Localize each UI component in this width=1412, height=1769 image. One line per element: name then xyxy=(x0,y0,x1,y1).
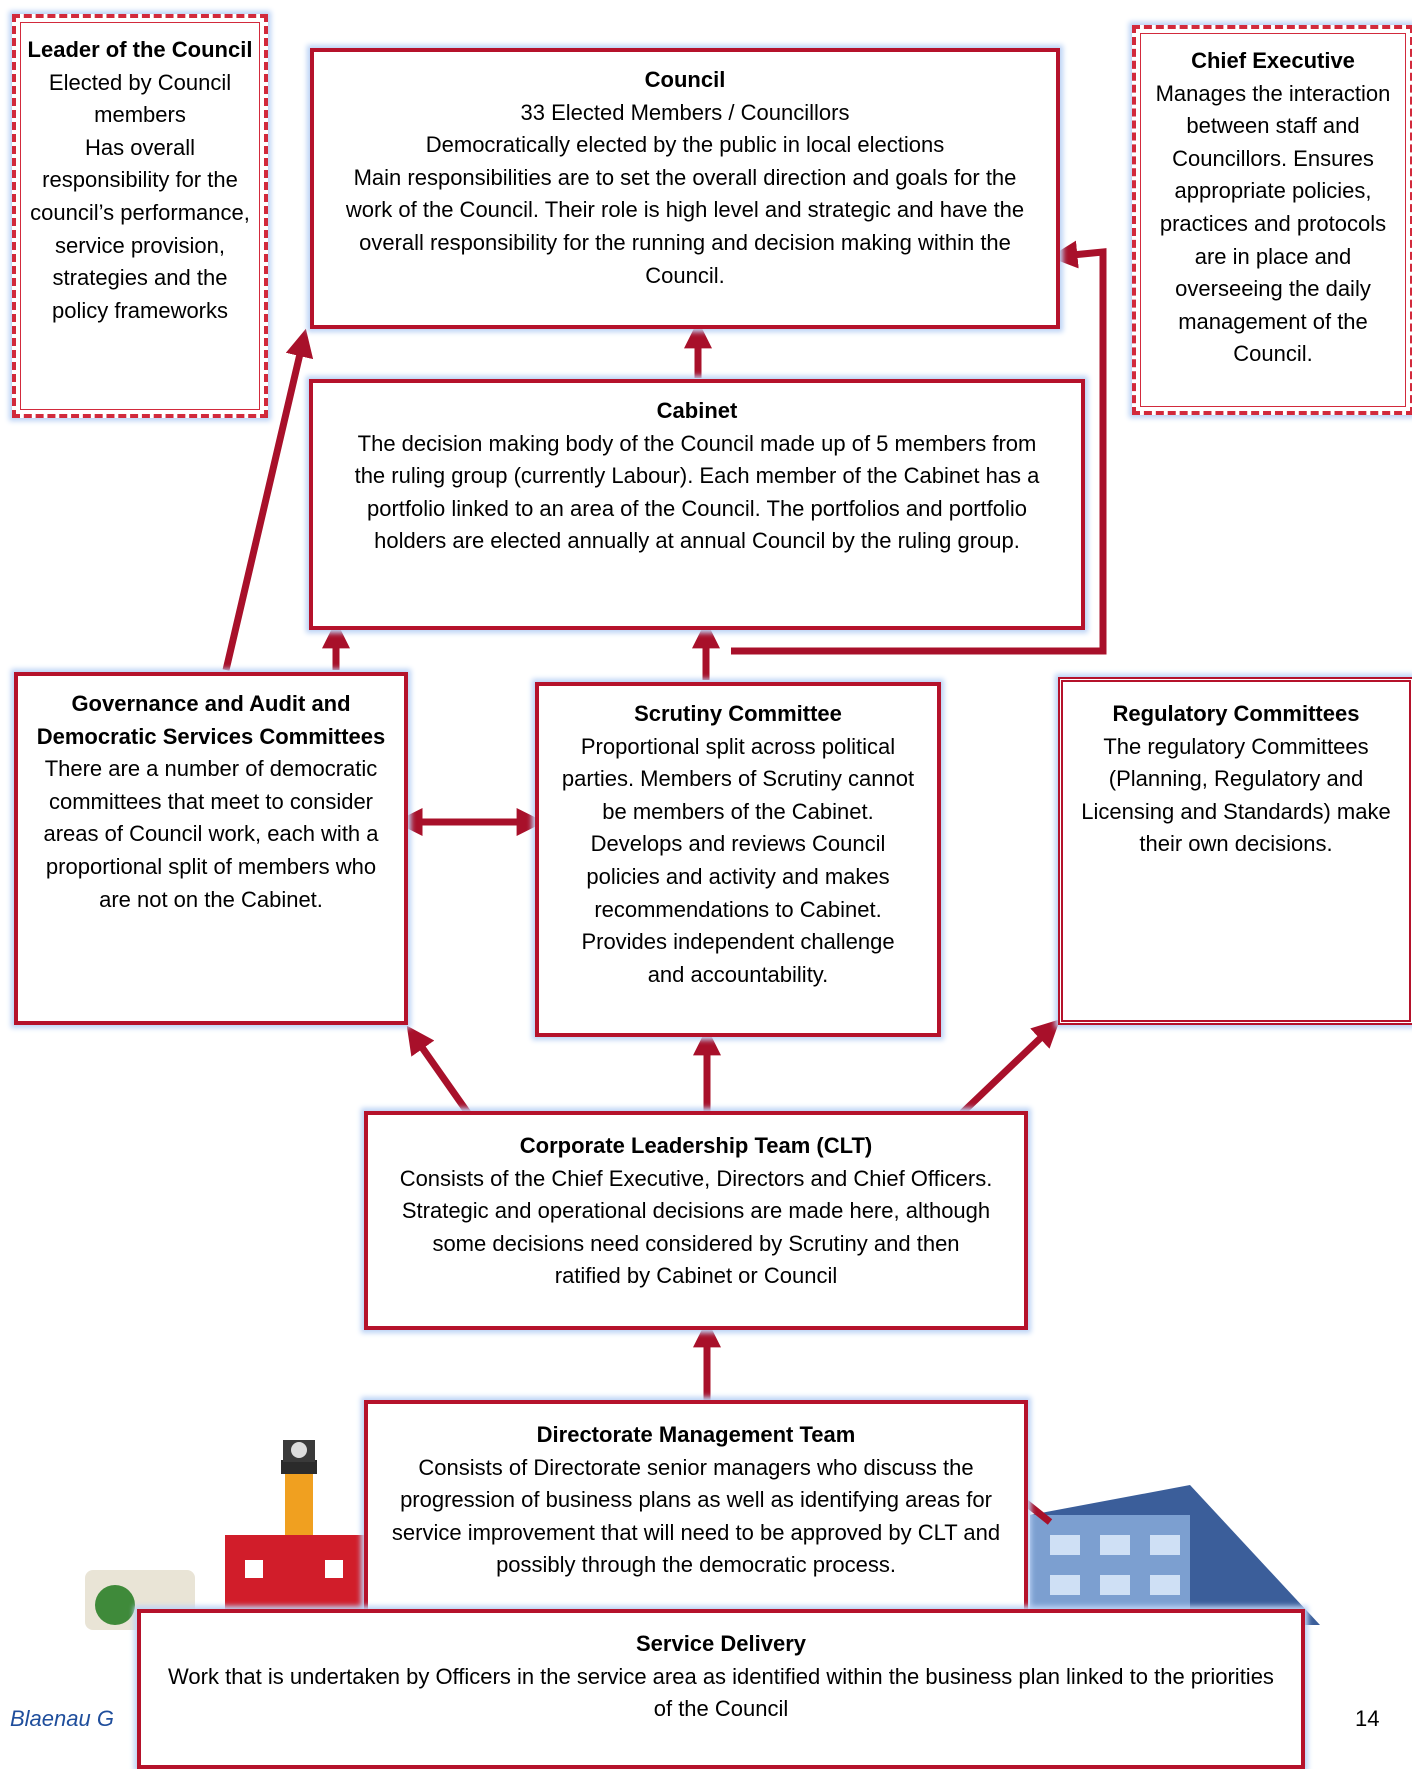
chief-line-1: Manages the interaction between staff an… xyxy=(1155,80,1391,367)
service-line-1: Work that is undertaken by Officers in t… xyxy=(168,1663,1274,1722)
governance-line-1: There are a number of democratic committ… xyxy=(43,756,379,912)
regulatory-title: Regulatory Committees xyxy=(1112,701,1360,726)
governance-box: Governance and Audit and Democratic Serv… xyxy=(14,672,408,1025)
cabinet-line-1: The decision making body of the Council … xyxy=(354,430,1040,554)
council-line-1: 33 Elected Members / Councillors xyxy=(520,99,850,125)
chief-title: Chief Executive xyxy=(1191,48,1355,73)
service-title: Service Delivery xyxy=(635,1631,807,1656)
town-hall-illustration xyxy=(85,1440,365,1630)
dmt-title: Directorate Management Team xyxy=(536,1422,856,1447)
page-number: 14 xyxy=(1355,1706,1380,1731)
governance-title: Governance and Audit and Democratic Serv… xyxy=(36,691,386,749)
scrutiny-box: Scrutiny Committee Proportional split ac… xyxy=(535,682,941,1037)
leader-line-1: Elected by Council members xyxy=(48,69,232,128)
scrutiny-title: Scrutiny Committee xyxy=(634,701,842,726)
civic-centre-illustration xyxy=(1030,1485,1320,1625)
cabinet-title: Cabinet xyxy=(656,398,738,423)
cabinet-box: Cabinet The decision making body of the … xyxy=(309,379,1085,630)
scrutiny-line-1: Proportional split across political part… xyxy=(561,733,915,824)
regulatory-committees-box: Regulatory Committees The regulatory Com… xyxy=(1058,677,1412,1025)
dmt-line-1: Consists of Directorate senior managers … xyxy=(391,1454,1001,1578)
council-line-2: Democratically elected by the public in … xyxy=(425,132,945,158)
dmt-box: Directorate Management Team Consists of … xyxy=(364,1400,1028,1630)
leader-of-council-box: Leader of the Council Elected by Council… xyxy=(12,14,268,418)
council-title: Council xyxy=(644,67,726,92)
council-line-3: Main responsibilities are to set the ove… xyxy=(345,164,1025,288)
arrow-scrutiny-to-council xyxy=(731,240,1107,655)
regulatory-line-1: The regulatory Committees (Planning, Reg… xyxy=(1081,733,1391,857)
council-box: Council 33 Elected Members / Councillors… xyxy=(310,48,1060,329)
leader-title: Leader of the Council xyxy=(27,37,253,62)
arrow-clt-to-governance xyxy=(406,1025,471,1116)
scrutiny-line-2: Develops and reviews Council policies an… xyxy=(586,831,890,922)
arrow-dmt-to-building xyxy=(1022,1499,1053,1525)
service-delivery-box: Service Delivery Work that is undertaken… xyxy=(137,1609,1305,1769)
arrow-clt-to-regulatory xyxy=(959,1019,1061,1116)
chief-executive-box: Chief Executive Manages the interaction … xyxy=(1132,25,1412,415)
clt-line-1: Consists of the Chief Executive, Directo… xyxy=(399,1165,993,1289)
leader-line-2: Has overall responsibility for the counc… xyxy=(30,134,250,323)
footer-council-name: Blaenau G xyxy=(10,1706,114,1731)
arrow-governance-to-leader xyxy=(222,328,314,671)
clt-title: Corporate Leadership Team (CLT) xyxy=(519,1133,873,1158)
scrutiny-line-3: Provides independent challenge and accou… xyxy=(581,929,895,987)
clt-box: Corporate Leadership Team (CLT) Consists… xyxy=(364,1111,1028,1330)
